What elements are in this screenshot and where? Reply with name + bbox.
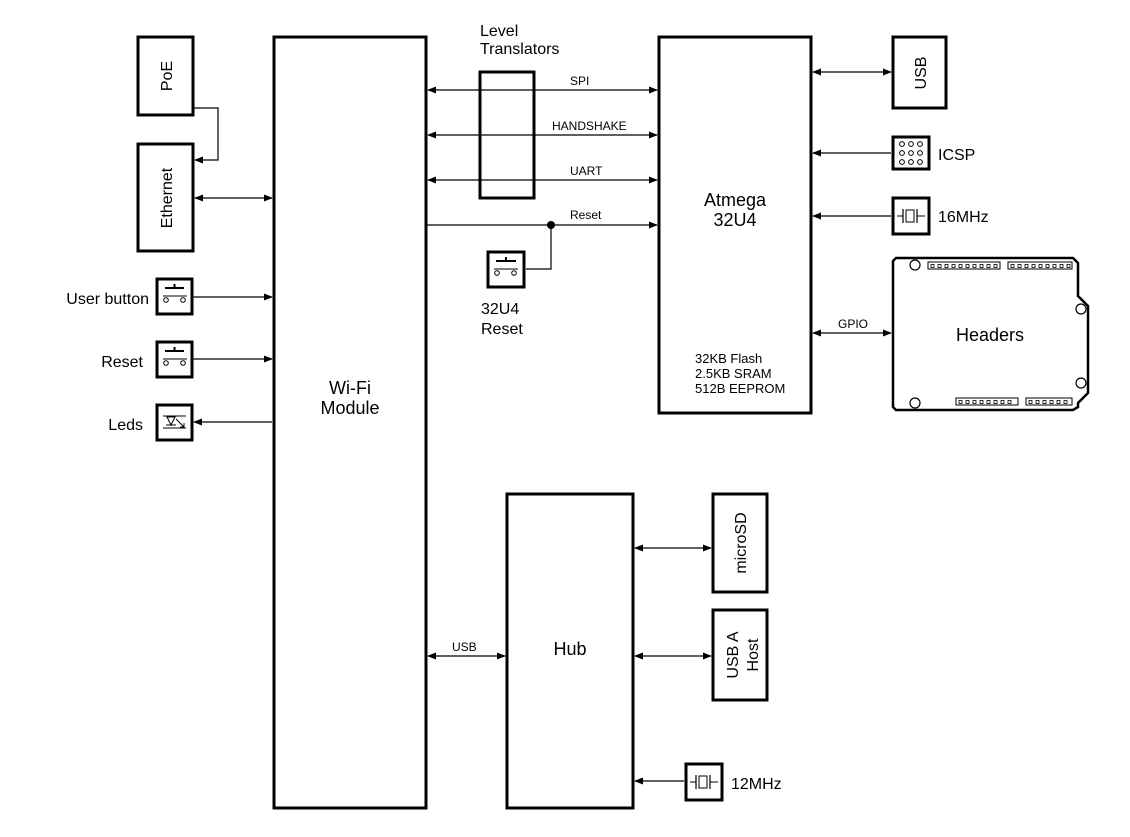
header-pin (944, 264, 949, 268)
headers-label: Headers (956, 325, 1024, 345)
microsd-label: microSD (733, 512, 750, 573)
reset-label: Reset (101, 354, 143, 371)
ethernet-block: Ethernet (136, 142, 195, 253)
header-pin (972, 400, 977, 404)
header-pin (1024, 264, 1029, 268)
header-pin (1010, 264, 1015, 268)
ethernet-label: Ethernet (159, 167, 176, 228)
user-button-switch (155, 277, 194, 316)
usb-a-host-label-line1: USB A (725, 631, 742, 678)
header-pin (937, 264, 942, 268)
atmega-eeprom: 512B EEPROM (695, 381, 785, 396)
handshake-label: HANDSHAKE (552, 119, 627, 133)
header-pin (993, 400, 998, 404)
crystal-16mhz-icon (891, 196, 931, 236)
wifi-label-line1: Wi-Fi (329, 378, 371, 398)
header-pin (930, 264, 935, 268)
header-pin (972, 264, 977, 268)
header-pin (1042, 400, 1047, 404)
usb-signal-label: USB (452, 640, 477, 654)
poe-to-ethernet-wire (193, 107, 219, 164)
atmega-block: Atmega 32U4 32KB Flash 2.5KB SRAM 512B E… (657, 35, 813, 415)
header-pin (979, 400, 984, 404)
header-pin (958, 264, 963, 268)
atmega-sram: 2.5KB SRAM (695, 366, 772, 381)
header-pin (965, 400, 970, 404)
usb-a-host-label-line2: Host (745, 638, 762, 671)
crystal-12mhz-label: 12MHz (731, 776, 782, 793)
icsp-connector-icon (891, 135, 931, 171)
reset-32u4-label-line2: Reset (481, 321, 523, 338)
microsd-block: microSD (711, 492, 769, 594)
reset-switch (155, 340, 194, 379)
header-pin (1063, 400, 1068, 404)
gpio-label: GPIO (838, 317, 868, 331)
atmega-label-line1: Atmega (704, 190, 767, 210)
header-pin (1045, 264, 1050, 268)
led-icon (155, 403, 194, 442)
header-pin (986, 264, 991, 268)
wifi-module-block: Wi-Fi Module (272, 35, 428, 810)
header-pin (1028, 400, 1033, 404)
reset-signal-label: Reset (570, 208, 602, 222)
header-pin (1038, 264, 1043, 268)
header-pin (1000, 400, 1005, 404)
header-pin (1066, 264, 1071, 268)
atmega-flash: 32KB Flash (695, 351, 762, 366)
header-pin (958, 400, 963, 404)
reset-32u4-switch (486, 250, 526, 289)
poe-label: PoE (159, 61, 176, 91)
usb-block: USB (891, 35, 948, 110)
poe-block: PoE (136, 35, 195, 117)
level-translators-label-line2: Translators (480, 41, 559, 58)
usb-label: USB (913, 57, 930, 90)
headers-board: Headers (891, 256, 1090, 412)
usb-a-host-block: USB A Host (711, 608, 769, 702)
uart-label: UART (570, 164, 603, 178)
header-pin (1017, 264, 1022, 268)
header-pin (1007, 400, 1012, 404)
atmega-label-line2: 32U4 (713, 210, 756, 230)
header-pin (965, 264, 970, 268)
header-pin (1052, 264, 1057, 268)
crystal-16mhz-label: 16MHz (938, 209, 989, 226)
hub-label: Hub (553, 639, 586, 659)
crystal-12mhz-icon (684, 762, 724, 802)
header-pin (1049, 400, 1054, 404)
icsp-label: ICSP (938, 147, 975, 164)
header-pin (979, 264, 984, 268)
reset-32u4-label-line1: 32U4 (481, 301, 519, 318)
header-pin (1059, 264, 1064, 268)
reset-32u4-wire (526, 225, 552, 270)
header-pin (993, 264, 998, 268)
wifi-label-line2: Module (320, 398, 379, 418)
header-pin (1035, 400, 1040, 404)
level-translators-block: Level Translators (478, 23, 559, 200)
level-translators-label-line1: Level (480, 23, 518, 40)
leds-label: Leds (108, 417, 143, 434)
header-pin (1056, 400, 1061, 404)
header-pin (986, 400, 991, 404)
header-pin (951, 264, 956, 268)
hub-block: Hub (505, 492, 635, 810)
header-pin (1031, 264, 1036, 268)
user-button-label: User button (66, 291, 149, 308)
spi-label: SPI (570, 74, 589, 88)
